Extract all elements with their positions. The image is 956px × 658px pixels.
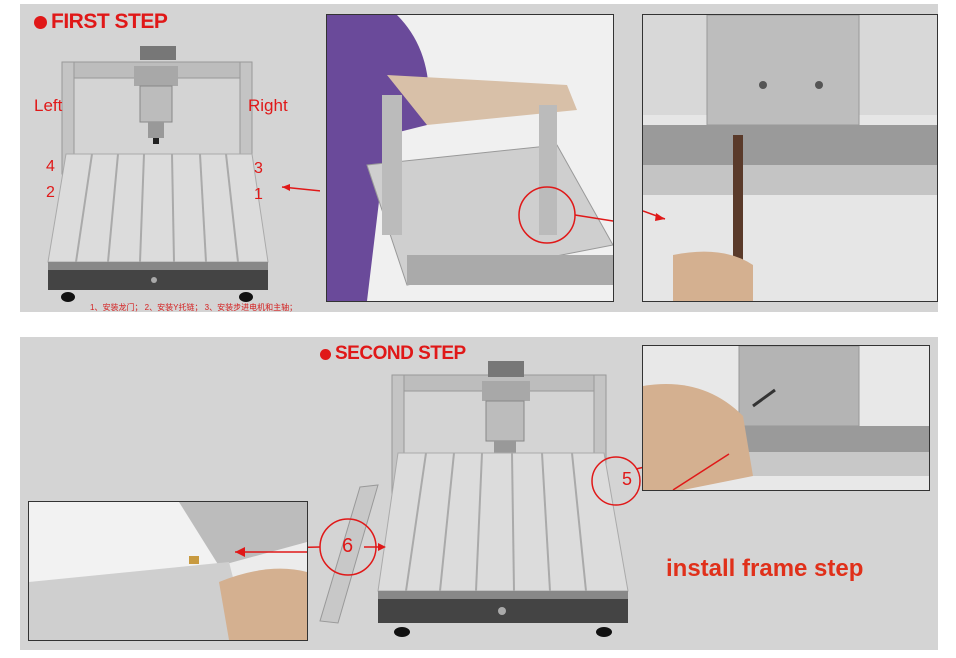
side-plate-install-photo (28, 501, 308, 641)
second-step-heading-text: SECOND STEP (335, 343, 466, 364)
first-step-heading: FIRST STEP (34, 10, 168, 34)
marker-3: 3 (254, 160, 263, 177)
marker-6: 6 (342, 535, 354, 557)
bullet-icon (34, 15, 47, 29)
chinese-caption: 1、安装龙门； 2、安装Y托链； 3、安装步进电机和主轴； (90, 303, 298, 312)
bullet-icon (320, 348, 331, 360)
second-step-heading: SECOND STEP (320, 343, 466, 365)
cnc-frame-illustration-2 (229, 361, 731, 637)
marker-4: 4 (46, 158, 55, 175)
first-step-heading-text: FIRST STEP (51, 10, 168, 33)
first-step-panel: FIRST STEP Left Right 4 2 (20, 4, 938, 312)
marker-1: 1 (254, 186, 263, 203)
hex-key-closeup-photo (642, 14, 938, 302)
left-label: Left (34, 96, 63, 115)
cnc-frame-illustration (47, 46, 320, 302)
screw-install-photo (642, 345, 930, 491)
marker-2: 2 (46, 184, 55, 201)
second-step-panel: SECOND STEP (20, 337, 938, 650)
right-label: Right (248, 96, 288, 115)
marker-5: 5 (622, 469, 633, 489)
assembly-photo (326, 14, 614, 302)
install-frame-step-tagline: install frame step (666, 555, 864, 582)
